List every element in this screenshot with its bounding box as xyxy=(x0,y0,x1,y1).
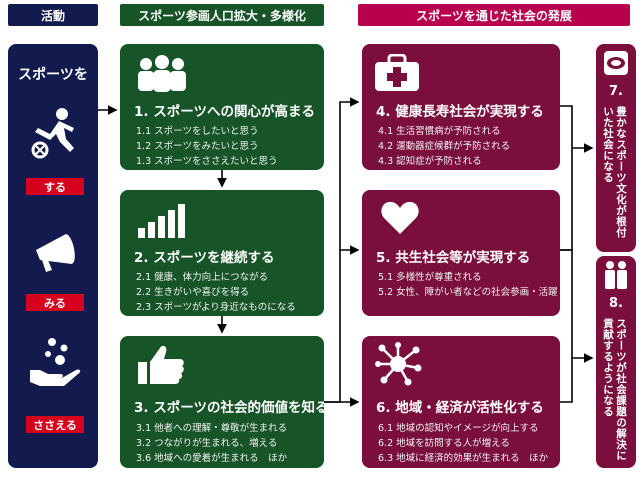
arrow-3-to-4 xyxy=(324,97,360,403)
card-social-value: 3. スポーツの社会的価値を知る 3.1 他者への理解・尊敬が生まれる 3.2 … xyxy=(120,336,328,468)
card-interest: 1. スポーツへの関心が高まる 1.1 スポーツをしたいと思う 1.2 スポーツ… xyxy=(120,44,324,170)
card-item: 3.6 地域への愛着が生まれる ほか xyxy=(136,453,288,464)
people-group-icon xyxy=(138,55,186,92)
card-healthy-longevity: 4. 健康長寿社会が実現する 4.1 生活習慣病が予防される 4.2 運動器症候… xyxy=(362,44,560,170)
stadium-icon xyxy=(604,51,628,75)
card-item: 6.2 地域を訪問する人が増える xyxy=(378,438,510,449)
supporting-hand-icon xyxy=(30,338,81,386)
heart-icon xyxy=(381,201,419,234)
card-item: 4.1 生活習慣病が予防される xyxy=(378,126,501,137)
outcome-number: 8. xyxy=(609,296,623,311)
network-hub-icon xyxy=(375,342,422,386)
megaphone-icon xyxy=(36,234,75,272)
card-item: 3.2 つながりが生まれる、増える xyxy=(136,438,278,449)
card-item: 6.1 地域の認知やイメージが向上する xyxy=(378,423,539,434)
card-item: 5.1 多様性が尊重される xyxy=(378,272,482,283)
card-item: 2.2 生きがいや喜びを得る xyxy=(136,287,250,298)
card-item: 1.2 スポーツをみたいと思う xyxy=(136,141,259,152)
card-item: 1.1 スポーツをしたいと思う xyxy=(136,126,259,137)
outcome-text: 豊かなスポーツ文化が根付いた社会になる xyxy=(602,106,627,238)
card-item: 2.3 スポーツがより身近なものになる xyxy=(136,302,296,313)
outcome-card-culture: 7. 豊かなスポーツ文化が根付いた社会になる xyxy=(596,44,636,252)
card-title: 6. 地域・経済が活性化する xyxy=(376,400,544,416)
label-support: ささえる xyxy=(26,416,84,433)
card-continue: 2. スポーツを継続する 2.1 健康、体力向上につながる 2.2 生きがいや喜… xyxy=(120,190,324,316)
two-people-icon xyxy=(605,261,627,289)
card-item: 4.2 運動器症候群が予防される xyxy=(378,141,511,152)
first-aid-kit-icon xyxy=(375,54,419,91)
card-item: 2.1 健康、体力向上につながる xyxy=(136,272,269,283)
card-item: 4.3 認知症が予防される xyxy=(378,156,482,167)
card-item: 6.3 地域に経済的効果が生まれる ほか xyxy=(378,453,549,464)
card-item: 1.3 スポーツをささえたいと思う xyxy=(136,156,278,167)
bar-growth-icon xyxy=(138,204,185,238)
card-regional-economy: 6. 地域・経済が活性化する 6.1 地域の認知やイメージが向上する 6.2 地… xyxy=(362,336,560,468)
kicking-player-icon xyxy=(31,108,74,159)
card-title: 1. スポーツへの関心が高まる xyxy=(134,104,315,120)
header-participation: スポーツ参画人口拡大・多様化 xyxy=(120,4,324,26)
card-title: 2. スポーツを継続する xyxy=(134,250,275,266)
header-activity: 活動 xyxy=(8,4,98,26)
activity-title: スポーツを xyxy=(18,67,88,83)
bracket-4-5 xyxy=(560,105,573,251)
header-development: スポーツを通じた社会の発展 xyxy=(358,4,630,26)
card-item: 3.1 他者への理解・尊敬が生まれる xyxy=(136,423,288,434)
label-watch: みる xyxy=(26,294,84,311)
activity-column: スポーツを する みる ささえる xyxy=(8,44,98,468)
card-title: 5. 共生社会等が実現する xyxy=(376,250,531,266)
card-title: 4. 健康長寿社会が実現する xyxy=(376,104,544,120)
outcome-text: スポーツが社会課題の解決に貢献するようになる xyxy=(602,318,627,461)
bracket-5-6 xyxy=(560,249,573,403)
card-title: 3. スポーツの社会的価値を知る xyxy=(134,400,329,416)
thumbs-up-icon xyxy=(138,345,184,384)
card-inclusive-society: 5. 共生社会等が実現する 5.1 多様性が尊重される 5.2 女性、障がい者な… xyxy=(362,190,560,316)
card-item: 5.2 女性、障がい者などの社会参画・活躍 xyxy=(378,287,558,298)
outcome-number: 7. xyxy=(609,84,623,99)
label-do: する xyxy=(26,178,84,195)
outcome-card-social-issues: 8. スポーツが社会課題の解決に貢献するようになる xyxy=(596,256,636,468)
